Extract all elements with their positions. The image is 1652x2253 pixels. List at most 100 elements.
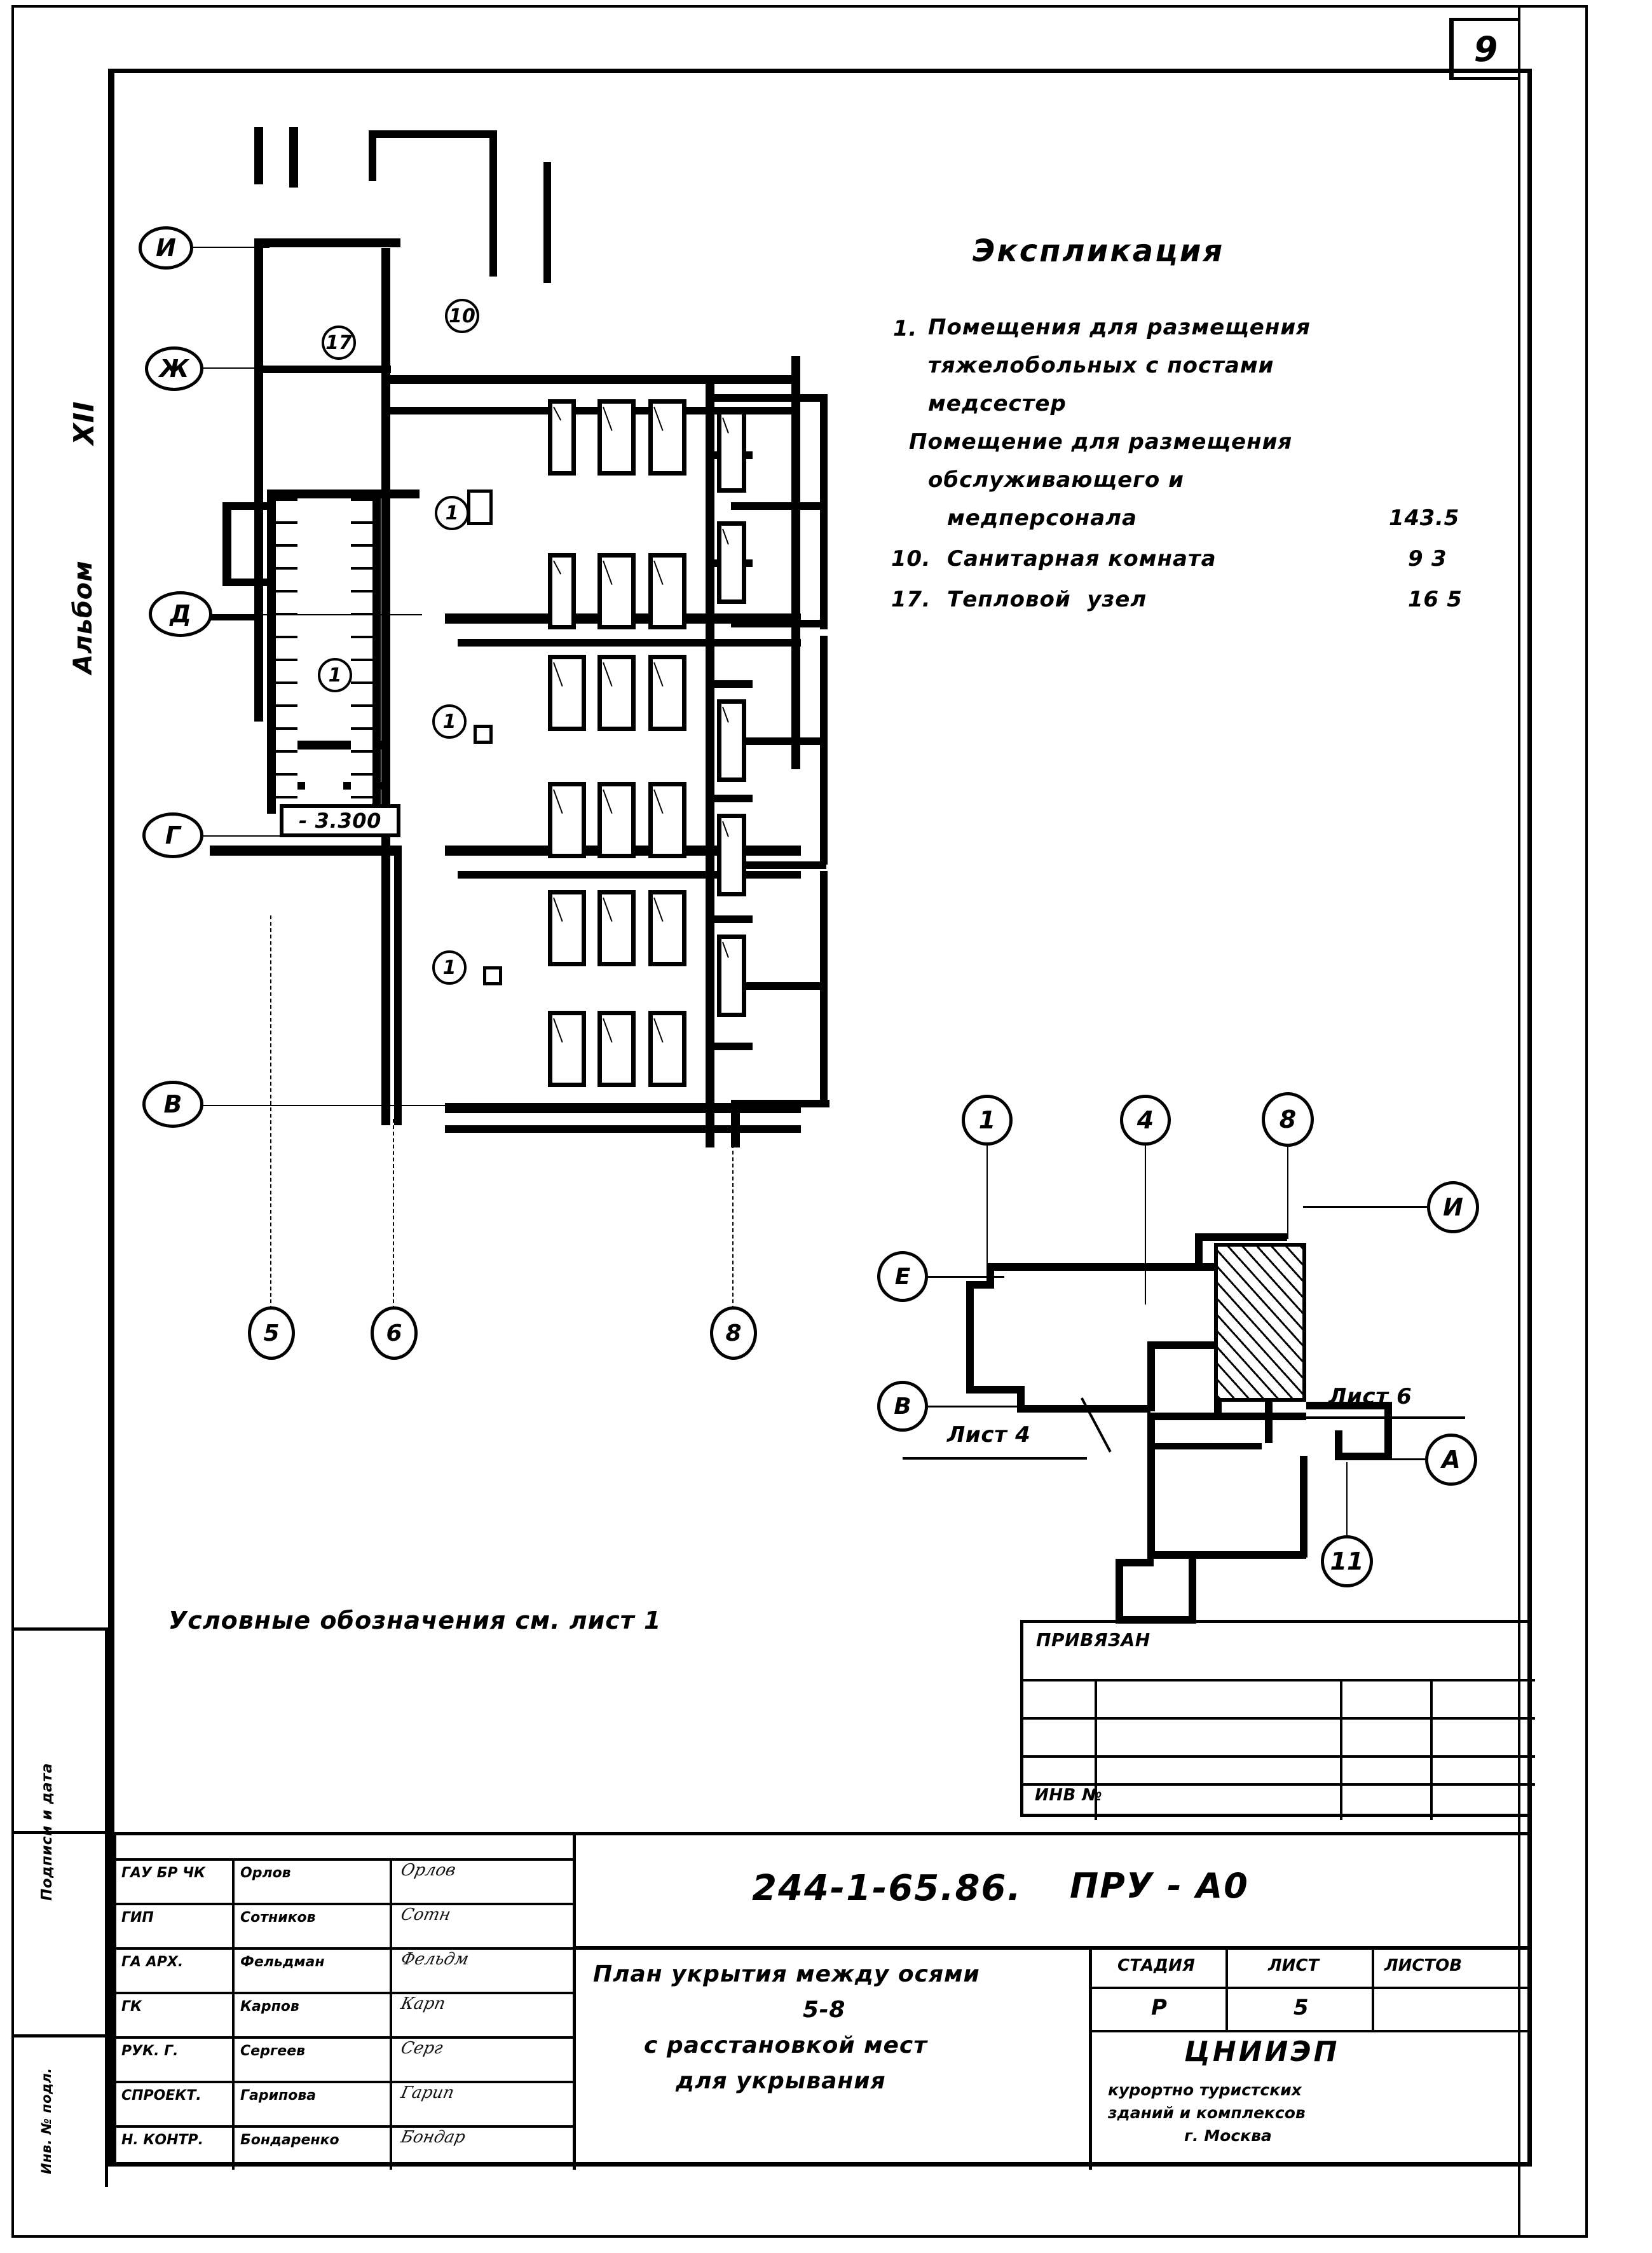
binding-table: ПРИВЯЗАН ИНВ № [1020, 1620, 1535, 1820]
axis-line-8 [732, 1144, 734, 1310]
legend-item-area: 143.5 [1389, 505, 1459, 531]
room-tag: 1 [432, 950, 467, 985]
legend-item-line: тяжелобольных с постами [928, 353, 1274, 378]
sheet-header: ЛИСТ [1268, 1956, 1320, 1975]
axis-bubble-zh: Ж [145, 346, 203, 391]
axis-leader [203, 1105, 458, 1106]
equipment-symbol [467, 490, 493, 525]
signature-name: Гарипова [240, 2088, 317, 2104]
stage-value: Р [1151, 1995, 1168, 2020]
drawing-title-line: для укрывания [676, 2068, 886, 2094]
organization-subline: зданий и комплексов [1108, 2104, 1306, 2122]
keyplan-axis-a: А [1425, 1434, 1477, 1486]
signature-role: Н. КОНТР. [121, 2132, 204, 2148]
organization-subline: курортно туристских [1108, 2081, 1302, 2099]
stage-header: СТАДИЯ [1117, 1956, 1195, 1975]
keyplan-axis-i: И [1427, 1181, 1479, 1233]
axis-bubble-g: Г [142, 812, 203, 858]
axis-bubble-5: 5 [248, 1306, 295, 1360]
legend-item-line: Помещение для размещения [909, 429, 1293, 455]
room-tag: 17 [322, 325, 356, 360]
signature-name: Бондаренко [240, 2132, 339, 2148]
legend-item-line: медперсонала [947, 505, 1137, 531]
signature-mark: Серг [399, 2039, 445, 2058]
legend-title: Экспликация [973, 233, 1225, 269]
binding-table-header: ПРИВЯЗАН [1036, 1629, 1150, 1650]
axis-line-6 [393, 1119, 394, 1310]
equipment-symbol [483, 966, 502, 985]
signature-table: ГАУ БР ЧК Орлов Орлов ГИП Сотников Сотн … [116, 1835, 576, 2170]
axis-bubble-6: 6 [371, 1306, 418, 1360]
symbols-note: Условные обозначения см. лист 1 [168, 1606, 662, 1634]
outer-border [11, 5, 1588, 2238]
keyplan-leader [1287, 1147, 1288, 1239]
keyplan-leader [928, 1406, 1030, 1407]
signature-mark: Орлов [399, 1861, 458, 1880]
legend-item-line: Помещения для размещения [928, 315, 1311, 340]
keyplan-axis-4: 4 [1120, 1095, 1171, 1146]
axis-leader [193, 247, 270, 248]
signature-mark: Карп [399, 1994, 447, 2013]
elevation-mark-box: - 3.300 [280, 804, 400, 837]
keyplan-axis-11: 11 [1321, 1535, 1373, 1587]
page-number: 9 [1473, 29, 1498, 69]
equipment-symbol [474, 725, 493, 744]
axis-bubble-d: Д [149, 591, 212, 637]
legend-item-number: 17. [891, 587, 931, 612]
legend-item-line: Санитарная комната [947, 546, 1217, 572]
project-code: 244-1-65.86. [752, 1868, 1022, 1909]
keyplan-leader [1303, 1206, 1427, 1208]
elevation-mark-value: - 3.300 [298, 809, 382, 833]
legend-item-line: обслуживающего и [928, 467, 1184, 493]
sheet-value: 5 [1294, 1995, 1309, 2020]
room-tag: 1 [318, 658, 352, 692]
axis-leader [203, 367, 388, 369]
signature-role: ГИП [121, 1910, 154, 1926]
keyplan-leader [986, 1146, 988, 1266]
signature-mark: Фельдм [399, 1950, 471, 1969]
signature-mark: Бондар [399, 2128, 467, 2147]
axis-bubble-v: В [142, 1081, 203, 1128]
legend-item-line: медсестер [928, 391, 1067, 416]
signature-role: СПРОЕКТ. [121, 2088, 201, 2104]
axis-bubble-i: И [139, 226, 193, 270]
keyplan-sheet-ref-right: Лист 6 [1328, 1384, 1412, 1409]
album-label: Альбом [69, 560, 98, 674]
binding-table-inv-label: ИНВ № [1035, 1786, 1103, 1805]
keyplan-ref-underline [1294, 1416, 1465, 1419]
legend-item-number: 1. [893, 316, 917, 341]
axis-leader [203, 835, 280, 837]
room-tag: 1 [432, 704, 467, 739]
drawing-title-line: 5-8 [803, 1997, 846, 2023]
left-margin-column [11, 1627, 108, 2187]
signature-role: ГК [121, 1999, 142, 2015]
legend-item-number: 10. [891, 546, 931, 572]
signature-name: Фельдман [240, 1954, 325, 1970]
keyplan-leader [1346, 1462, 1348, 1535]
keyplan-axis-1: 1 [962, 1095, 1013, 1146]
drawing-mark: ПРУ - А0 [1070, 1866, 1249, 1906]
keyplan-leader [928, 1276, 1004, 1278]
keyplan-leader [1145, 1146, 1146, 1305]
room-tag: 10 [445, 299, 479, 333]
keyplan-axis-e: Е [877, 1251, 928, 1302]
axis-leader [212, 614, 422, 615]
keyplan-sheet-ref-left: Лист 4 [947, 1422, 1031, 1448]
keyplan-ref-underline [903, 1457, 1087, 1460]
margin-inventory-label: Инв. № подл. [39, 2067, 54, 2174]
right-edge-rule [1518, 5, 1520, 2238]
drawing-title-line: План укрытия между осями [593, 1961, 980, 1987]
keyplan-axis-v: В [877, 1381, 928, 1432]
axis-line-5 [270, 915, 271, 1310]
margin-signatures-label: Подписи и дата [39, 1763, 55, 1901]
signature-role: ГА АРХ. [121, 1954, 184, 1970]
signature-role: ГАУ БР ЧК [121, 1865, 205, 1881]
title-block: ГАУ БР ЧК Орлов Орлов ГИП Сотников Сотн … [113, 1832, 1532, 2170]
legend-item-area: 16 5 [1408, 587, 1463, 612]
organization-name: ЦНИИЭП [1184, 2036, 1340, 2068]
signature-name: Сотников [240, 1910, 316, 1926]
sheets-header: ЛИСТОВ [1384, 1956, 1463, 1975]
room-tag: 1 [435, 496, 469, 530]
keyplan-hatched-zone [1214, 1243, 1306, 1402]
